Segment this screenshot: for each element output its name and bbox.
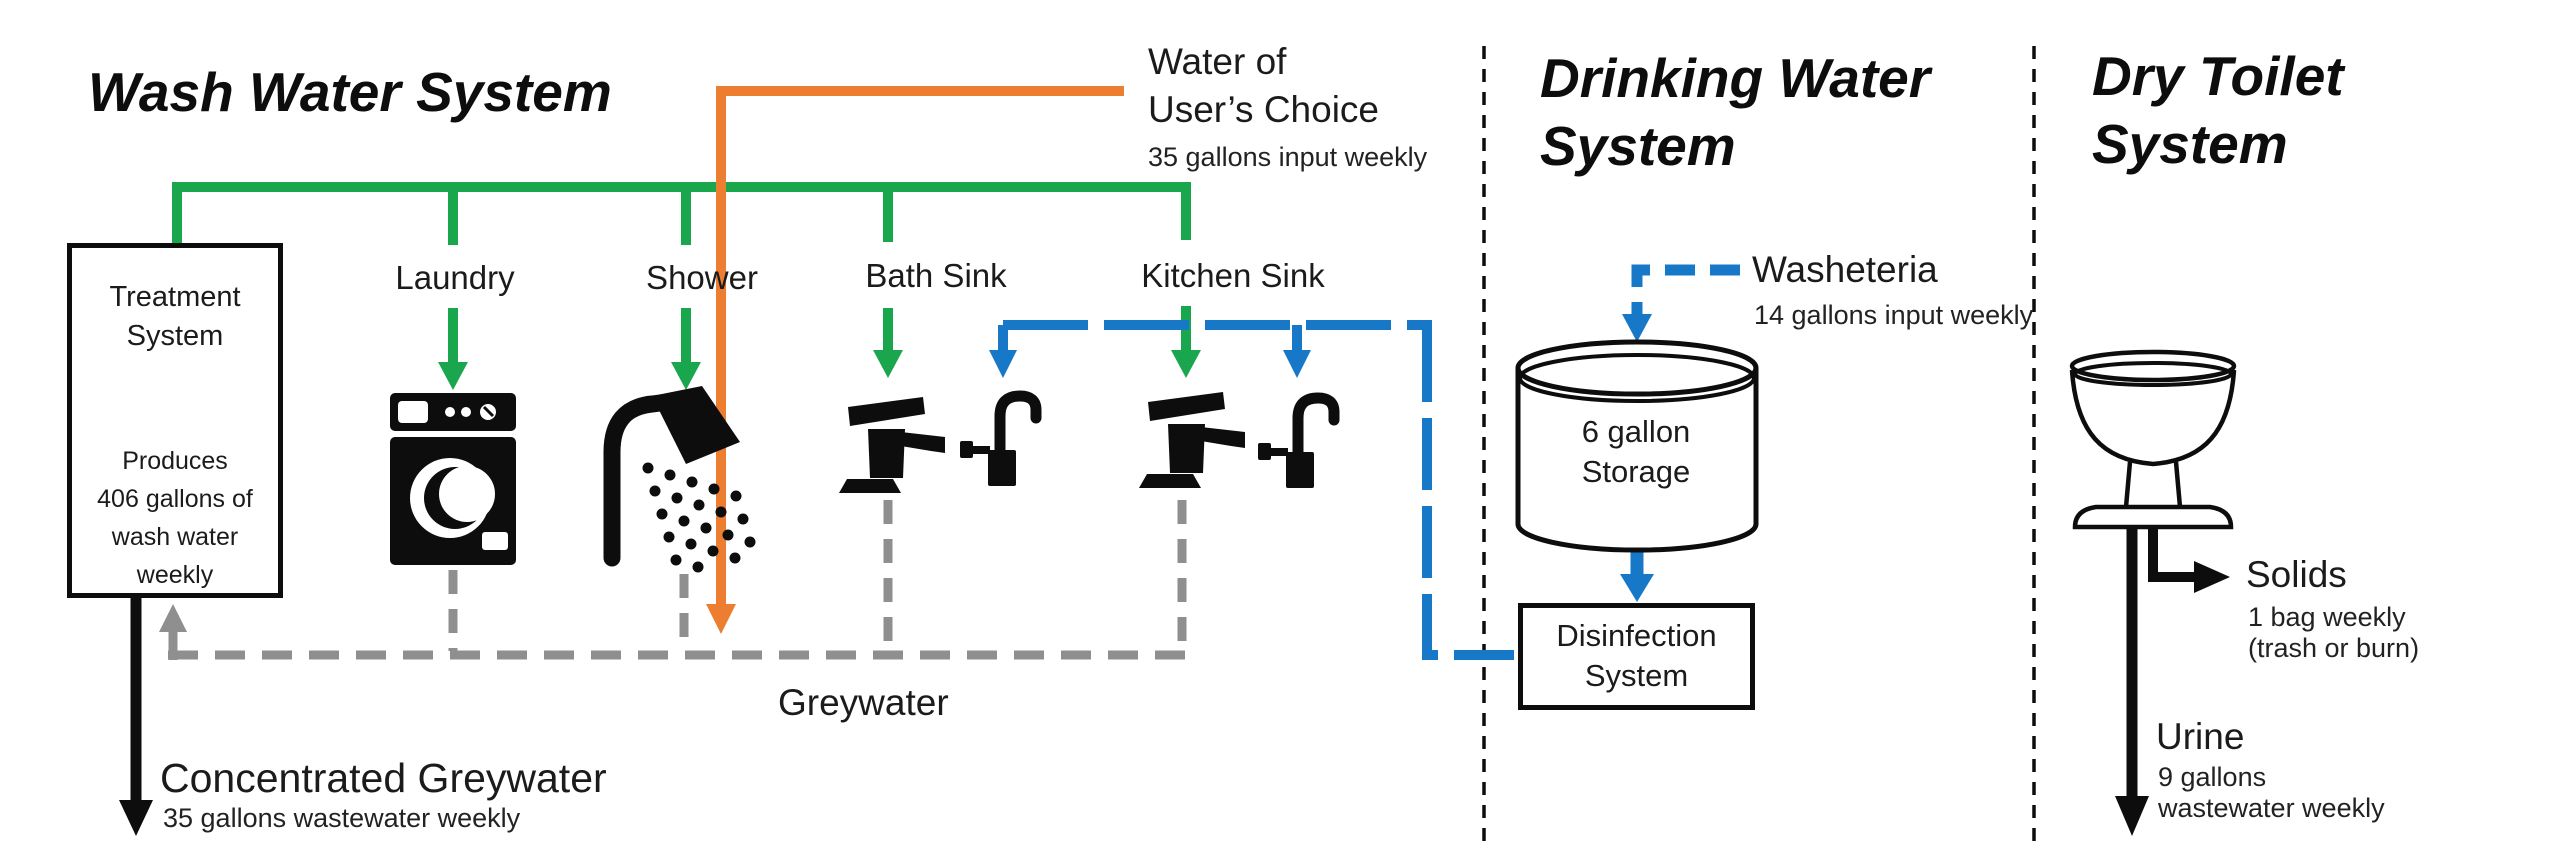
solids-arrow	[2148, 527, 2230, 593]
treatment-name: Treatment System	[72, 278, 278, 356]
shower-icon	[603, 386, 756, 573]
solids-label: Solids	[2246, 554, 2347, 595]
solids-subtitle: 1 bag weekly (trash or burn)	[2248, 602, 2419, 664]
bath-faucet-icon	[839, 397, 945, 493]
treatment-produces-line4: weekly	[136, 561, 214, 589]
drinking-title-line2: System	[1540, 115, 1736, 177]
treatment-system-box: Treatment System Produces 406 gallons of…	[67, 243, 283, 598]
drinking-title-line1: Drinking Water	[1540, 47, 1931, 109]
kitchen-gooseneck-faucet-icon	[1258, 392, 1340, 488]
green-arrow-shower	[671, 308, 701, 390]
disinfection-line1: Disinfection	[1556, 618, 1717, 653]
greywater-lines	[159, 500, 1187, 660]
blue-arrow-kitchen-gooseneck	[1283, 325, 1311, 378]
washeteria-input-arrow	[1622, 264, 1740, 342]
treatment-produces: Produces 406 gallons of wash water weekl…	[72, 442, 278, 594]
urine-arrow	[2115, 527, 2149, 836]
greywater-return-arrowhead	[159, 604, 187, 632]
water-of-choice-line1: Water of	[1148, 41, 1287, 82]
urine-label: Urine	[2156, 716, 2245, 757]
green-arrow-bath-sink	[873, 308, 903, 378]
storage-to-disinfection-arrow	[1620, 546, 1654, 602]
laundry-label: Laundry	[395, 259, 515, 296]
washing-machine-icon	[390, 393, 516, 565]
drinking-system-title: Drinking Water System	[1540, 44, 1930, 180]
kitchen-sink-label: Kitchen Sink	[1141, 257, 1325, 294]
green-arrow-kitchen-sink	[1171, 306, 1201, 378]
concentrated-greywater-arrow	[119, 598, 153, 836]
kitchen-faucet-icon	[1139, 392, 1245, 488]
disinfection-system-box: Disinfection System	[1518, 603, 1755, 710]
treatment-name-line2: System	[126, 320, 224, 352]
washeteria-label: Washeteria	[1752, 249, 1938, 290]
concentrated-greywater-subtitle: 35 gallons wastewater weekly	[163, 803, 521, 833]
dry-toilet-title: Dry Toilet System	[2092, 42, 2344, 178]
toilet-icon	[2069, 349, 2237, 530]
treatment-produces-line2: 406 gallons of	[97, 485, 253, 513]
water-of-choice-label: Water of User’s Choice 35 gallons input …	[1148, 38, 1427, 173]
storage-label: 6 gallon Storage	[1516, 412, 1756, 492]
disinfection-line2: System	[1584, 658, 1689, 693]
green-arrow-laundry	[438, 308, 468, 390]
bath-gooseneck-faucet-icon	[960, 390, 1042, 486]
blue-arrow-bath-gooseneck	[989, 325, 1017, 378]
dry-title-line2: System	[2092, 113, 2288, 175]
wash-supply-lines	[172, 182, 1201, 390]
treatment-produces-line1: Produces	[122, 447, 228, 475]
user-choice-line	[706, 86, 1124, 634]
water-of-choice-line2: User’s Choice	[1148, 89, 1379, 130]
shower-spray-dots	[642, 462, 756, 573]
shower-label: Shower	[646, 259, 758, 296]
bath-sink-label: Bath Sink	[865, 257, 1007, 294]
washeteria-subtitle: 14 gallons input weekly	[1754, 300, 2034, 330]
storage-label-line1: 6 gallon	[1581, 414, 1691, 449]
water-of-choice-subtitle: 35 gallons input weekly	[1148, 142, 1428, 172]
wash-system-title: Wash Water System	[88, 61, 612, 123]
treatment-name-line1: Treatment	[109, 281, 241, 313]
treatment-produces-line3: wash water	[111, 523, 239, 551]
concentrated-greywater-label: Concentrated Greywater	[160, 755, 607, 801]
urine-sub2: wastewater weekly	[2158, 793, 2385, 823]
greywater-label: Greywater	[778, 682, 949, 723]
urine-subtitle: 9 gallons wastewater weekly	[2158, 762, 2385, 824]
dry-title-line1: Dry Toilet	[2092, 45, 2344, 107]
urine-sub1: 9 gallons	[2158, 762, 2267, 792]
solids-sub1: 1 bag weekly	[2248, 602, 2406, 632]
solids-sub2: (trash or burn)	[2248, 633, 2420, 663]
storage-cylinder-icon	[1515, 339, 1759, 553]
storage-label-line2: Storage	[1581, 454, 1691, 489]
